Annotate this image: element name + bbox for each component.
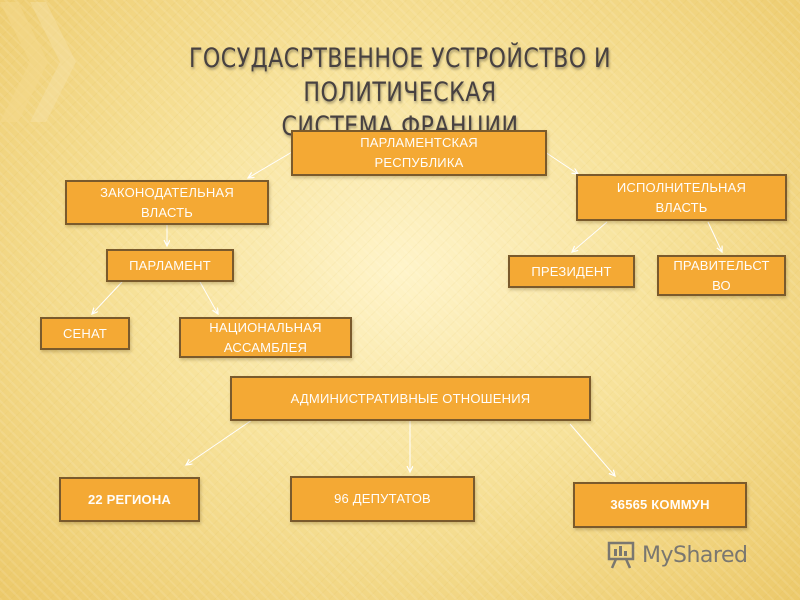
connector-parliament-senate (92, 281, 123, 314)
node-label-line: ПАРЛАМЕНТСКАЯ (360, 135, 478, 150)
node-label-line: ВО (712, 277, 731, 293)
node-label-line: ВЛАСТЬ (140, 204, 194, 220)
connector-executive-government (707, 221, 722, 252)
node-government: ПРАВИТЕЛЬСТ ВО (657, 255, 786, 296)
presentation-board-icon (607, 541, 635, 569)
node-regions: 22 РЕГИОНА (59, 477, 200, 522)
node-parliament: ПАРЛАМЕНТ (106, 249, 234, 282)
connector-executive-president (572, 221, 608, 252)
node-label-line: АССАМБЛЕЯ (223, 339, 308, 355)
connector-republic-executive (544, 151, 578, 174)
node-parliamentary-republic: ПАРЛАМЕНТСКАЯ РЕСПУБЛИКА (291, 130, 547, 176)
node-label-line: ЗАКОНОДАТЕЛЬНАЯ (100, 184, 234, 200)
node-label: 22 РЕГИОНА (87, 491, 171, 507)
node-label: ПАРЛАМЕНТ (129, 257, 211, 273)
connector-parliament-assembly (199, 281, 218, 314)
node-label: СЕНАТ (62, 325, 108, 341)
node-president: ПРЕЗИДЕНТ (508, 255, 635, 288)
connector-republic-legislative (248, 151, 293, 178)
node-label: ПРЕЗИДЕНТ (531, 263, 612, 279)
page-title: ГОСУДАСРТВЕННОЕ УСТРОЙСТВО И ПОЛИТИЧЕСКА… (105, 42, 695, 144)
title-line-1: ГОСУДАСРТВЕННОЕ УСТРОЙСТВО И ПОЛИТИЧЕСКА… (188, 43, 612, 108)
node-communes: 36565 КОММУН (573, 482, 747, 528)
node-deputies: 96 ДЕПУТАТОВ (290, 476, 475, 522)
node-label: 96 ДЕПУТАТОВ (334, 491, 431, 506)
node-label-line: ИСПОЛНИТЕЛЬНАЯ (616, 179, 747, 195)
node-legislative-power: ЗАКОНОДАТЕЛЬНАЯ ВЛАСТЬ (65, 180, 269, 225)
connector-admin-communes (569, 423, 615, 476)
node-label: АДМИНИСТРАТИВНЫЕ ОТНОШЕНИЯ (290, 390, 531, 406)
node-label-line: ВЛАСТЬ (655, 199, 708, 215)
node-label-line: РЕСПУБЛИКА (374, 155, 464, 170)
node-label-line: НАЦИОНАЛЬНАЯ (209, 319, 322, 335)
watermark-text: MyShared (642, 542, 748, 568)
node-label: 36565 КОММУН (610, 497, 710, 512)
watermark: MyShared (606, 538, 748, 572)
node-administrative-relations: АДМИНИСТРАТИВНЫЕ ОТНОШЕНИЯ (230, 376, 591, 421)
node-senate: СЕНАТ (40, 317, 130, 350)
node-label-line: ПРАВИТЕЛЬСТ (673, 257, 770, 273)
node-executive-power: ИСПОЛНИТЕЛЬНАЯ ВЛАСТЬ (576, 174, 787, 221)
node-national-assembly: НАЦИОНАЛЬНАЯ АССАМБЛЕЯ (179, 317, 352, 358)
connector-admin-regions (186, 419, 253, 465)
